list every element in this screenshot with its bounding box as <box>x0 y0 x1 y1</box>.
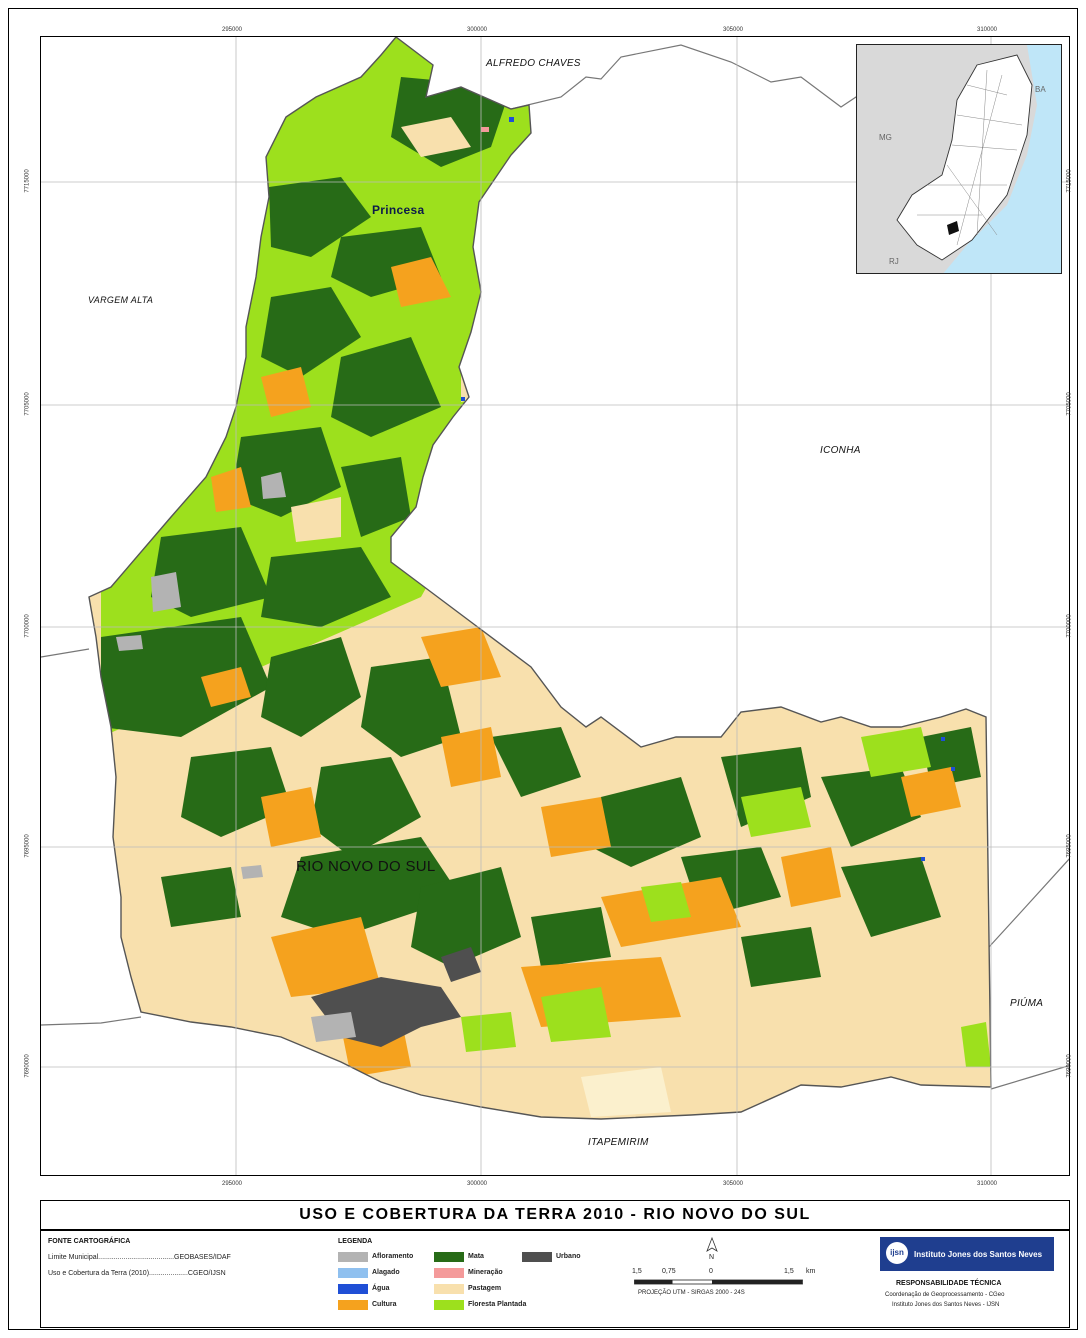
ijsn-logo-text: Instituto Jones dos Santos Neves <box>914 1250 1043 1259</box>
scale-tick-1: 1,5 <box>632 1268 642 1275</box>
legend-swatch <box>338 1268 368 1278</box>
place-label-iconha: ICONHA <box>820 445 861 456</box>
grid-tick-right-3: 7700000 <box>1066 614 1073 638</box>
grid-tick-top-3: 305000 <box>723 27 744 33</box>
legend-swatch <box>338 1300 368 1310</box>
ijsn-logo: ijsn Instituto Jones dos Santos Neves <box>880 1237 1054 1271</box>
place-label-princesa: Princesa <box>372 203 425 217</box>
map-legend-panel <box>40 1230 1070 1328</box>
legend-label: Mata <box>468 1253 484 1260</box>
inset-label-mg: MG <box>879 133 892 142</box>
legend-swatch <box>434 1268 464 1278</box>
place-label-rio-novo-do-sul: RIO NOVO DO SUL <box>296 858 436 875</box>
legend-swatch <box>522 1252 552 1262</box>
grid-tick-left-4: 7695000 <box>24 834 31 858</box>
map-panel <box>40 36 1070 1176</box>
north-arrow-icon <box>706 1237 718 1252</box>
grid-tick-top-4: 310000 <box>977 27 998 33</box>
grid-tick-right-2: 7705000 <box>1066 392 1073 416</box>
legend-label: Afloramento <box>372 1253 414 1260</box>
legend-swatch <box>434 1300 464 1310</box>
place-label-vargem-alta: VARGEM ALTA <box>88 295 154 305</box>
map-frame <box>8 8 1078 1330</box>
scale-tick-2: 0,75 <box>662 1268 676 1275</box>
grid-tick-left-1: 7715000 <box>24 169 31 193</box>
place-label-piuma: PIÚMA <box>1010 998 1044 1009</box>
map-title: USO E COBERTURA DA TERRA 2010 - RIO NOVO… <box>40 1200 1070 1230</box>
legend-swatch <box>338 1284 368 1294</box>
grid-tick-right-4: 7695000 <box>1066 834 1073 858</box>
legend-swatch <box>338 1252 368 1262</box>
land-cover-map <box>41 37 1069 1175</box>
source-line-1: Limite Municipal........................… <box>48 1254 231 1261</box>
legend-label: Pastagem <box>468 1285 502 1292</box>
grid-tick-left-5: 7690000 <box>24 1054 31 1078</box>
scale-tick-3: 0 <box>709 1268 713 1275</box>
grid-tick-left-3: 7700000 <box>24 614 31 638</box>
inset-label-rj: RJ <box>889 257 899 266</box>
grid-tick-bottom-1: 295000 <box>222 1181 243 1187</box>
grid-tick-top-2: 300000 <box>467 27 488 33</box>
grid-tick-left-2: 7705000 <box>24 392 31 416</box>
legend-swatch <box>434 1252 464 1262</box>
grid-tick-bottom-2: 300000 <box>467 1181 488 1187</box>
place-label-alfredo-chaves: ALFREDO CHAVES <box>486 58 581 69</box>
ijsn-logo-mark: ijsn <box>886 1242 908 1264</box>
grid-tick-right-1: 7715000 <box>1066 169 1073 193</box>
scale-unit: km <box>806 1268 816 1275</box>
inset-label-ba: BA <box>1035 85 1046 94</box>
source-line-2: Uso e Cobertura da Terra (2010).........… <box>48 1270 226 1277</box>
legend-label: Água <box>372 1285 390 1292</box>
responsibility-line-2: Instituto Jones dos Santos Neves - IJSN <box>892 1302 1000 1308</box>
legend-swatch <box>434 1284 464 1294</box>
scale-tick-4: 1,5 <box>784 1268 794 1275</box>
scale-bar <box>634 1279 803 1285</box>
north-label: N <box>709 1254 715 1261</box>
legend-label: Alagado <box>372 1269 400 1276</box>
sources-heading: FONTE CARTOGRÁFICA <box>48 1238 131 1245</box>
responsibility-heading: RESPONSABILIDADE TÉCNICA <box>896 1280 1002 1287</box>
legend-label: Urbano <box>556 1253 581 1260</box>
responsibility-line-1: Coordenação de Geoprocessamento - CGeo <box>885 1292 1005 1298</box>
grid-tick-bottom-4: 310000 <box>977 1181 998 1187</box>
grid-tick-right-5: 7690000 <box>1066 1054 1073 1078</box>
legend-label: Cultura <box>372 1301 397 1308</box>
projection-label: PROJEÇÃO UTM - SIRGAS 2000 - 24S <box>638 1290 745 1296</box>
grid-tick-bottom-3: 305000 <box>723 1181 744 1187</box>
legend-heading: LEGENDA <box>338 1238 373 1245</box>
legend-label: Mineração <box>468 1269 503 1276</box>
place-label-itapemirim: ITAPEMIRIM <box>588 1137 649 1148</box>
legend-label: Floresta Plantada <box>468 1301 527 1308</box>
location-inset-map: BA MG RJ <box>856 44 1062 274</box>
grid-tick-top-1: 295000 <box>222 27 243 33</box>
